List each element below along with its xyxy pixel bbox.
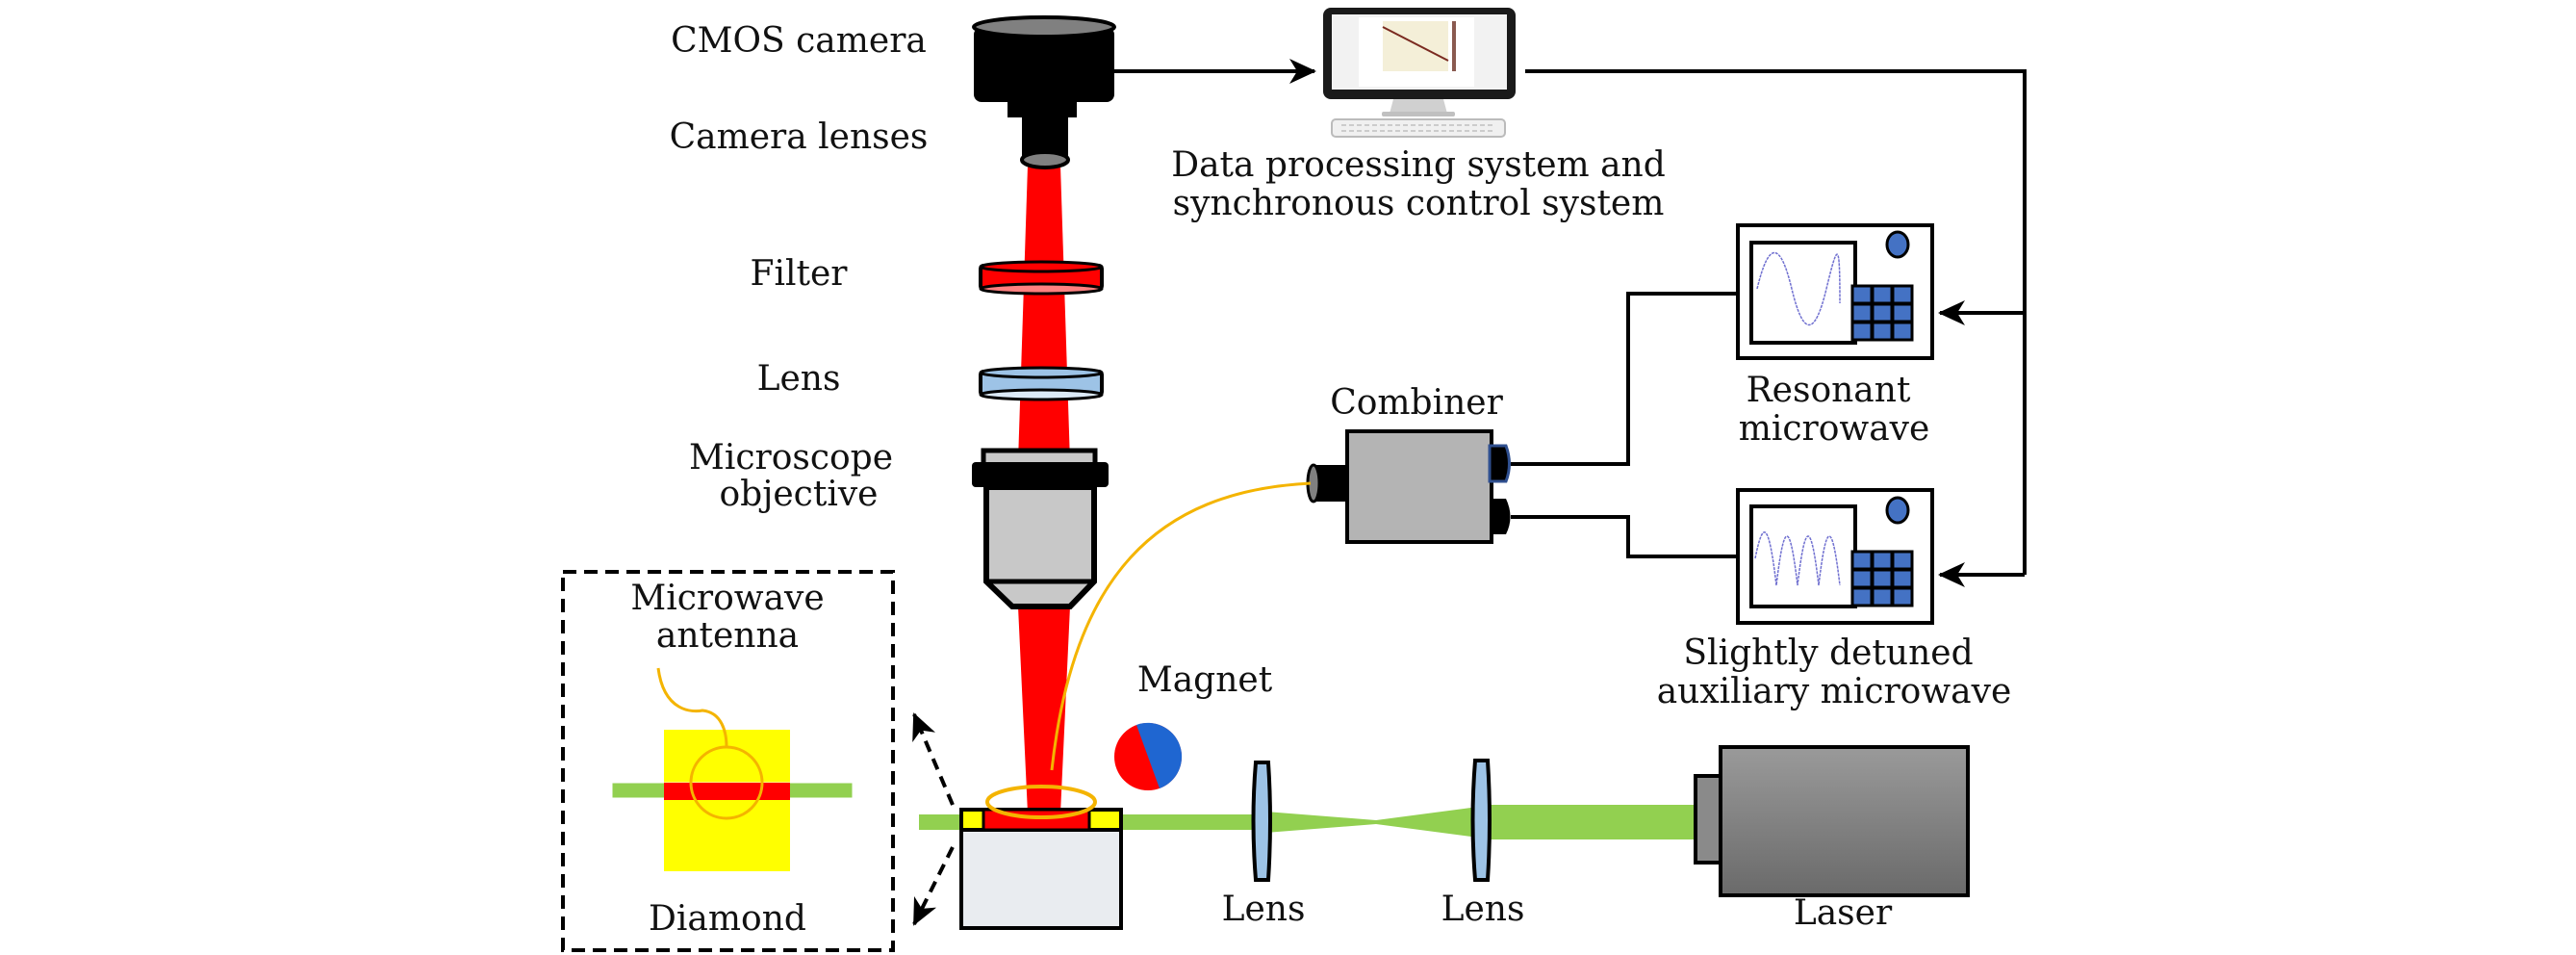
knob-icon	[1885, 496, 1910, 525]
label-lens-2: Lens	[1441, 890, 1525, 929]
label-lens-1: Lens	[1222, 890, 1306, 929]
label-lens-vertical: Lens	[757, 359, 841, 399]
label-diamond: Diamond	[649, 899, 806, 939]
label-objective-line1: Microscope	[689, 438, 893, 478]
sample-stage	[959, 785, 1123, 930]
label-antenna-line2: antenna	[656, 616, 799, 656]
laser	[1694, 745, 1970, 897]
sine-wave-fast	[1754, 531, 1841, 586]
combiner	[1306, 429, 1511, 544]
control-lines	[1525, 69, 2027, 587]
label-cmos-camera: CMOS camera	[671, 21, 927, 61]
lens-vertical	[979, 366, 1104, 401]
cmos-camera	[972, 15, 1116, 169]
auxiliary-microwave-generator	[1736, 488, 1934, 625]
magnet	[1114, 722, 1183, 790]
sine-wave-slow	[1756, 252, 1841, 325]
lens-2	[1470, 759, 1492, 882]
inset-antenna-wire	[656, 667, 728, 748]
monitor-plot	[1383, 21, 1448, 71]
lens-1	[1251, 761, 1272, 882]
label-auxiliary-line1: Slightly detuned	[1683, 633, 1973, 673]
keypad	[1850, 284, 1914, 342]
label-camera-lenses: Camera lenses	[670, 117, 929, 157]
label-auxiliary-line2: auxiliary microwave	[1657, 672, 2012, 711]
antenna-loop	[985, 785, 1097, 819]
label-laser: Laser	[1794, 893, 1893, 933]
label-data-system-line1: Data processing system and	[1171, 145, 1666, 185]
antenna-fiber	[1050, 481, 1312, 771]
label-filter: Filter	[751, 254, 849, 294]
label-objective-line2: objective	[720, 475, 879, 514]
microscope-objective	[972, 448, 1109, 609]
label-resonant-line2: microwave	[1739, 409, 1930, 449]
inset-callout-arrows	[912, 712, 955, 926]
keypad	[1850, 550, 1914, 607]
label-data-system-line2: synchronous control system	[1173, 184, 1665, 223]
label-resonant-line1: Resonant	[1747, 371, 1911, 410]
filter	[979, 260, 1104, 296]
label-combiner: Combiner	[1330, 383, 1503, 423]
diamond-inset	[561, 570, 895, 952]
label-magnet: Magnet	[1137, 660, 1273, 700]
inset-diamond-plate	[664, 730, 790, 871]
knob-icon	[1885, 230, 1910, 259]
microwave-cables	[1511, 292, 1738, 558]
computer-monitor	[1323, 8, 1516, 138]
resonant-microwave-generator	[1736, 223, 1934, 360]
label-antenna-line1: Microwave	[630, 579, 824, 618]
